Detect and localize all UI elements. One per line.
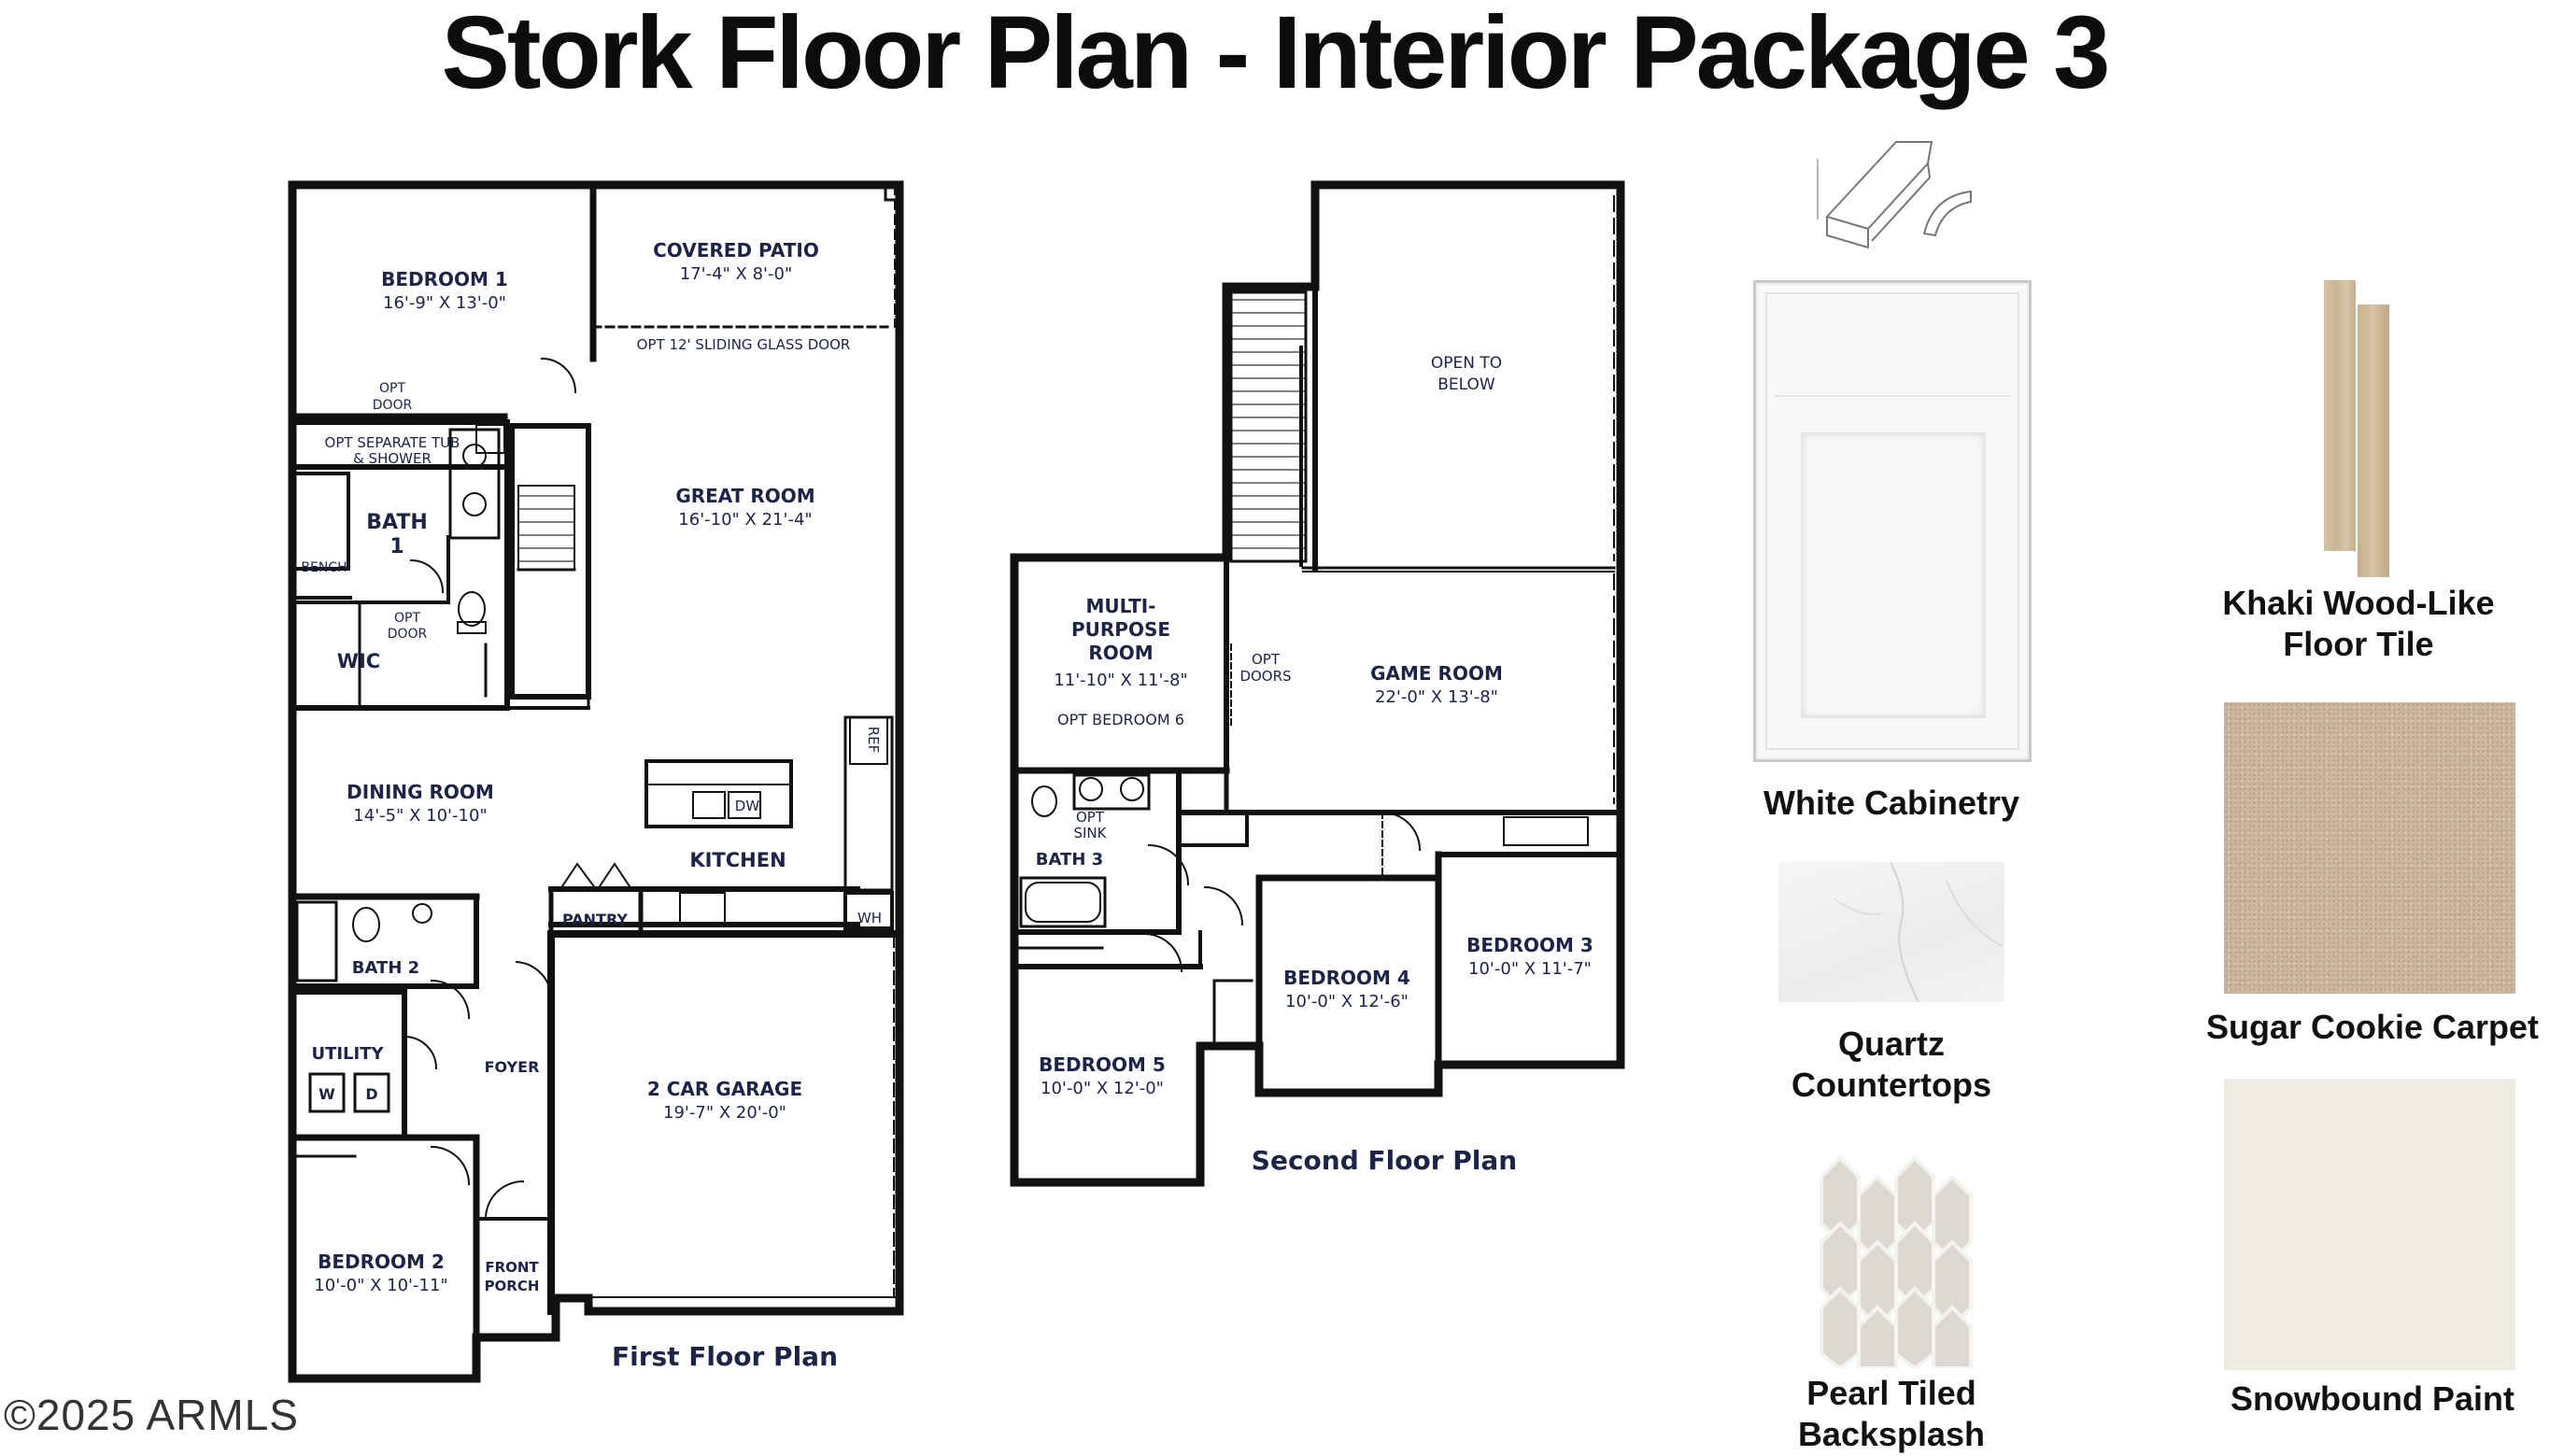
room-name: PURPOSE bbox=[1071, 618, 1170, 641]
first-floor-plan bbox=[288, 180, 904, 1383]
room-name: COVERED PATIO bbox=[653, 239, 819, 262]
room-dims: 10'-0" X 11'-7" bbox=[1468, 959, 1592, 979]
note: SINK bbox=[1073, 825, 1107, 841]
room-name: BEDROOM 4 bbox=[1283, 967, 1410, 989]
copyright-watermark: ©2025 ARMLS bbox=[4, 1391, 299, 1439]
quartz-veining bbox=[1834, 862, 2004, 1002]
room-name: ROOM bbox=[1088, 642, 1153, 664]
crown-molding-drawing bbox=[1817, 141, 1972, 249]
note: OPT 12' SLIDING GLASS DOOR bbox=[637, 336, 851, 353]
room-name: PANTRY bbox=[562, 911, 628, 928]
room-name: WIC bbox=[337, 650, 380, 672]
second-floor-outer-wall bbox=[1010, 180, 1625, 1187]
note: OPT bbox=[394, 611, 420, 626]
room-name: UTILITY bbox=[311, 1044, 384, 1064]
pearl-backsplash-swatch bbox=[1803, 1153, 1980, 1371]
note: REF bbox=[865, 727, 882, 754]
room-dims: 14'-5" X 10'-10" bbox=[353, 806, 487, 826]
room-dims: 19'-7" X 20'-0" bbox=[663, 1103, 786, 1123]
room-name: BEDROOM 1 bbox=[381, 268, 508, 290]
swatch-label: Pearl Tiled Backsplash bbox=[1737, 1373, 2046, 1455]
room-name: BATH 2 bbox=[352, 958, 419, 978]
note: DW bbox=[735, 798, 760, 814]
room-name: GAME ROOM bbox=[1370, 662, 1503, 685]
page-title: Stork Floor Plan - Interior Package 3 bbox=[441, 0, 2111, 110]
room-dims: 11'-10" X 11'-8" bbox=[1054, 671, 1187, 690]
note: OPT BEDROOM 6 bbox=[1057, 711, 1184, 728]
snowbound-paint-swatch bbox=[2224, 1079, 2515, 1370]
room-name: BEDROOM 3 bbox=[1466, 934, 1593, 956]
room-dims: 17'-4" X 8'-0" bbox=[680, 264, 792, 284]
room-name: 1 bbox=[389, 535, 404, 558]
room-dims: 10'-0" X 12'-6" bbox=[1285, 992, 1409, 1011]
note: W bbox=[319, 1085, 335, 1103]
swatch-label: White Cabinetry bbox=[1763, 784, 2020, 822]
room-name: BATH 3 bbox=[1036, 850, 1103, 869]
room-name: KITCHEN bbox=[689, 849, 786, 871]
room-name: BEDROOM 5 bbox=[1039, 1053, 1166, 1076]
room-name: FRONT bbox=[485, 1259, 539, 1276]
room-name: BATH bbox=[366, 511, 428, 534]
room-dims: 16'-9" X 13'-0" bbox=[383, 293, 506, 313]
paint-label: Snowbound Paint bbox=[2230, 1379, 2514, 1418]
note: WH bbox=[857, 910, 882, 926]
note: DOORS bbox=[1239, 668, 1291, 685]
note: OPT bbox=[1252, 651, 1281, 668]
first-floor-caption: First Floor Plan bbox=[612, 1341, 838, 1372]
note: D bbox=[365, 1085, 377, 1103]
first-floor-labels: BEDROOM 1 16'-9" X 13'-0" COVERED PATIO … bbox=[301, 239, 882, 1372]
note: OPT bbox=[379, 381, 405, 396]
pearl-label: Pearl Tiled Backsplash bbox=[1797, 1374, 1986, 1453]
room-name: FOYER bbox=[485, 1058, 540, 1076]
carpet-label: Sugar Cookie Carpet bbox=[2205, 1008, 2540, 1046]
quartz-countertop-swatch bbox=[1778, 862, 2004, 1002]
sugar-cookie-carpet-swatch bbox=[2224, 702, 2515, 994]
note: BELOW bbox=[1437, 375, 1495, 394]
room-name: GREAT ROOM bbox=[675, 485, 814, 507]
room-dims: 16'-10" X 21'-4" bbox=[678, 510, 812, 530]
note: DOOR bbox=[373, 398, 413, 413]
note: & SHOWER bbox=[353, 450, 432, 467]
khaki-wood-tile-swatch bbox=[2324, 280, 2391, 577]
note: BENCH bbox=[301, 560, 347, 575]
swatch-label: Quartz Countertops bbox=[1737, 1024, 2046, 1106]
room-name: PORCH bbox=[485, 1278, 540, 1294]
khaki-label: Khaki Wood-Like Floor Tile bbox=[2222, 584, 2495, 663]
second-floor-plan bbox=[1010, 180, 1625, 1187]
note: OPT bbox=[1076, 809, 1105, 826]
white-cabinetry-swatch bbox=[1753, 280, 2032, 762]
note: OPEN TO bbox=[1431, 354, 1502, 373]
room-dims: 10'-0" X 10'-11" bbox=[314, 1276, 447, 1295]
swatch-label: Sugar Cookie Carpet bbox=[2195, 1007, 2549, 1048]
room-dims: 10'-0" X 12'-0" bbox=[1041, 1079, 1164, 1098]
swatch-label: Snowbound Paint bbox=[2214, 1378, 2531, 1420]
room-name: BEDROOM 2 bbox=[318, 1251, 445, 1273]
pearl-tile-pattern bbox=[1820, 1155, 1973, 1371]
quartz-label: Quartz Countertops bbox=[1791, 1025, 1991, 1104]
second-floor-caption: Second Floor Plan bbox=[1252, 1145, 1517, 1176]
room-name: 2 CAR GARAGE bbox=[647, 1078, 802, 1100]
room-dims: 22'-0" X 13'-8" bbox=[1375, 687, 1498, 707]
note: DOOR bbox=[388, 627, 428, 642]
room-name: DINING ROOM bbox=[347, 781, 494, 803]
room-name: MULTI- bbox=[1086, 595, 1156, 617]
swatch-label: Khaki Wood-Like Floor Tile bbox=[2204, 583, 2513, 665]
note: OPT SEPARATE TUB bbox=[325, 434, 460, 451]
second-floor-labels: OPEN TO BELOW MULTI- PURPOSE ROOM 11'-10… bbox=[1036, 354, 1593, 1176]
